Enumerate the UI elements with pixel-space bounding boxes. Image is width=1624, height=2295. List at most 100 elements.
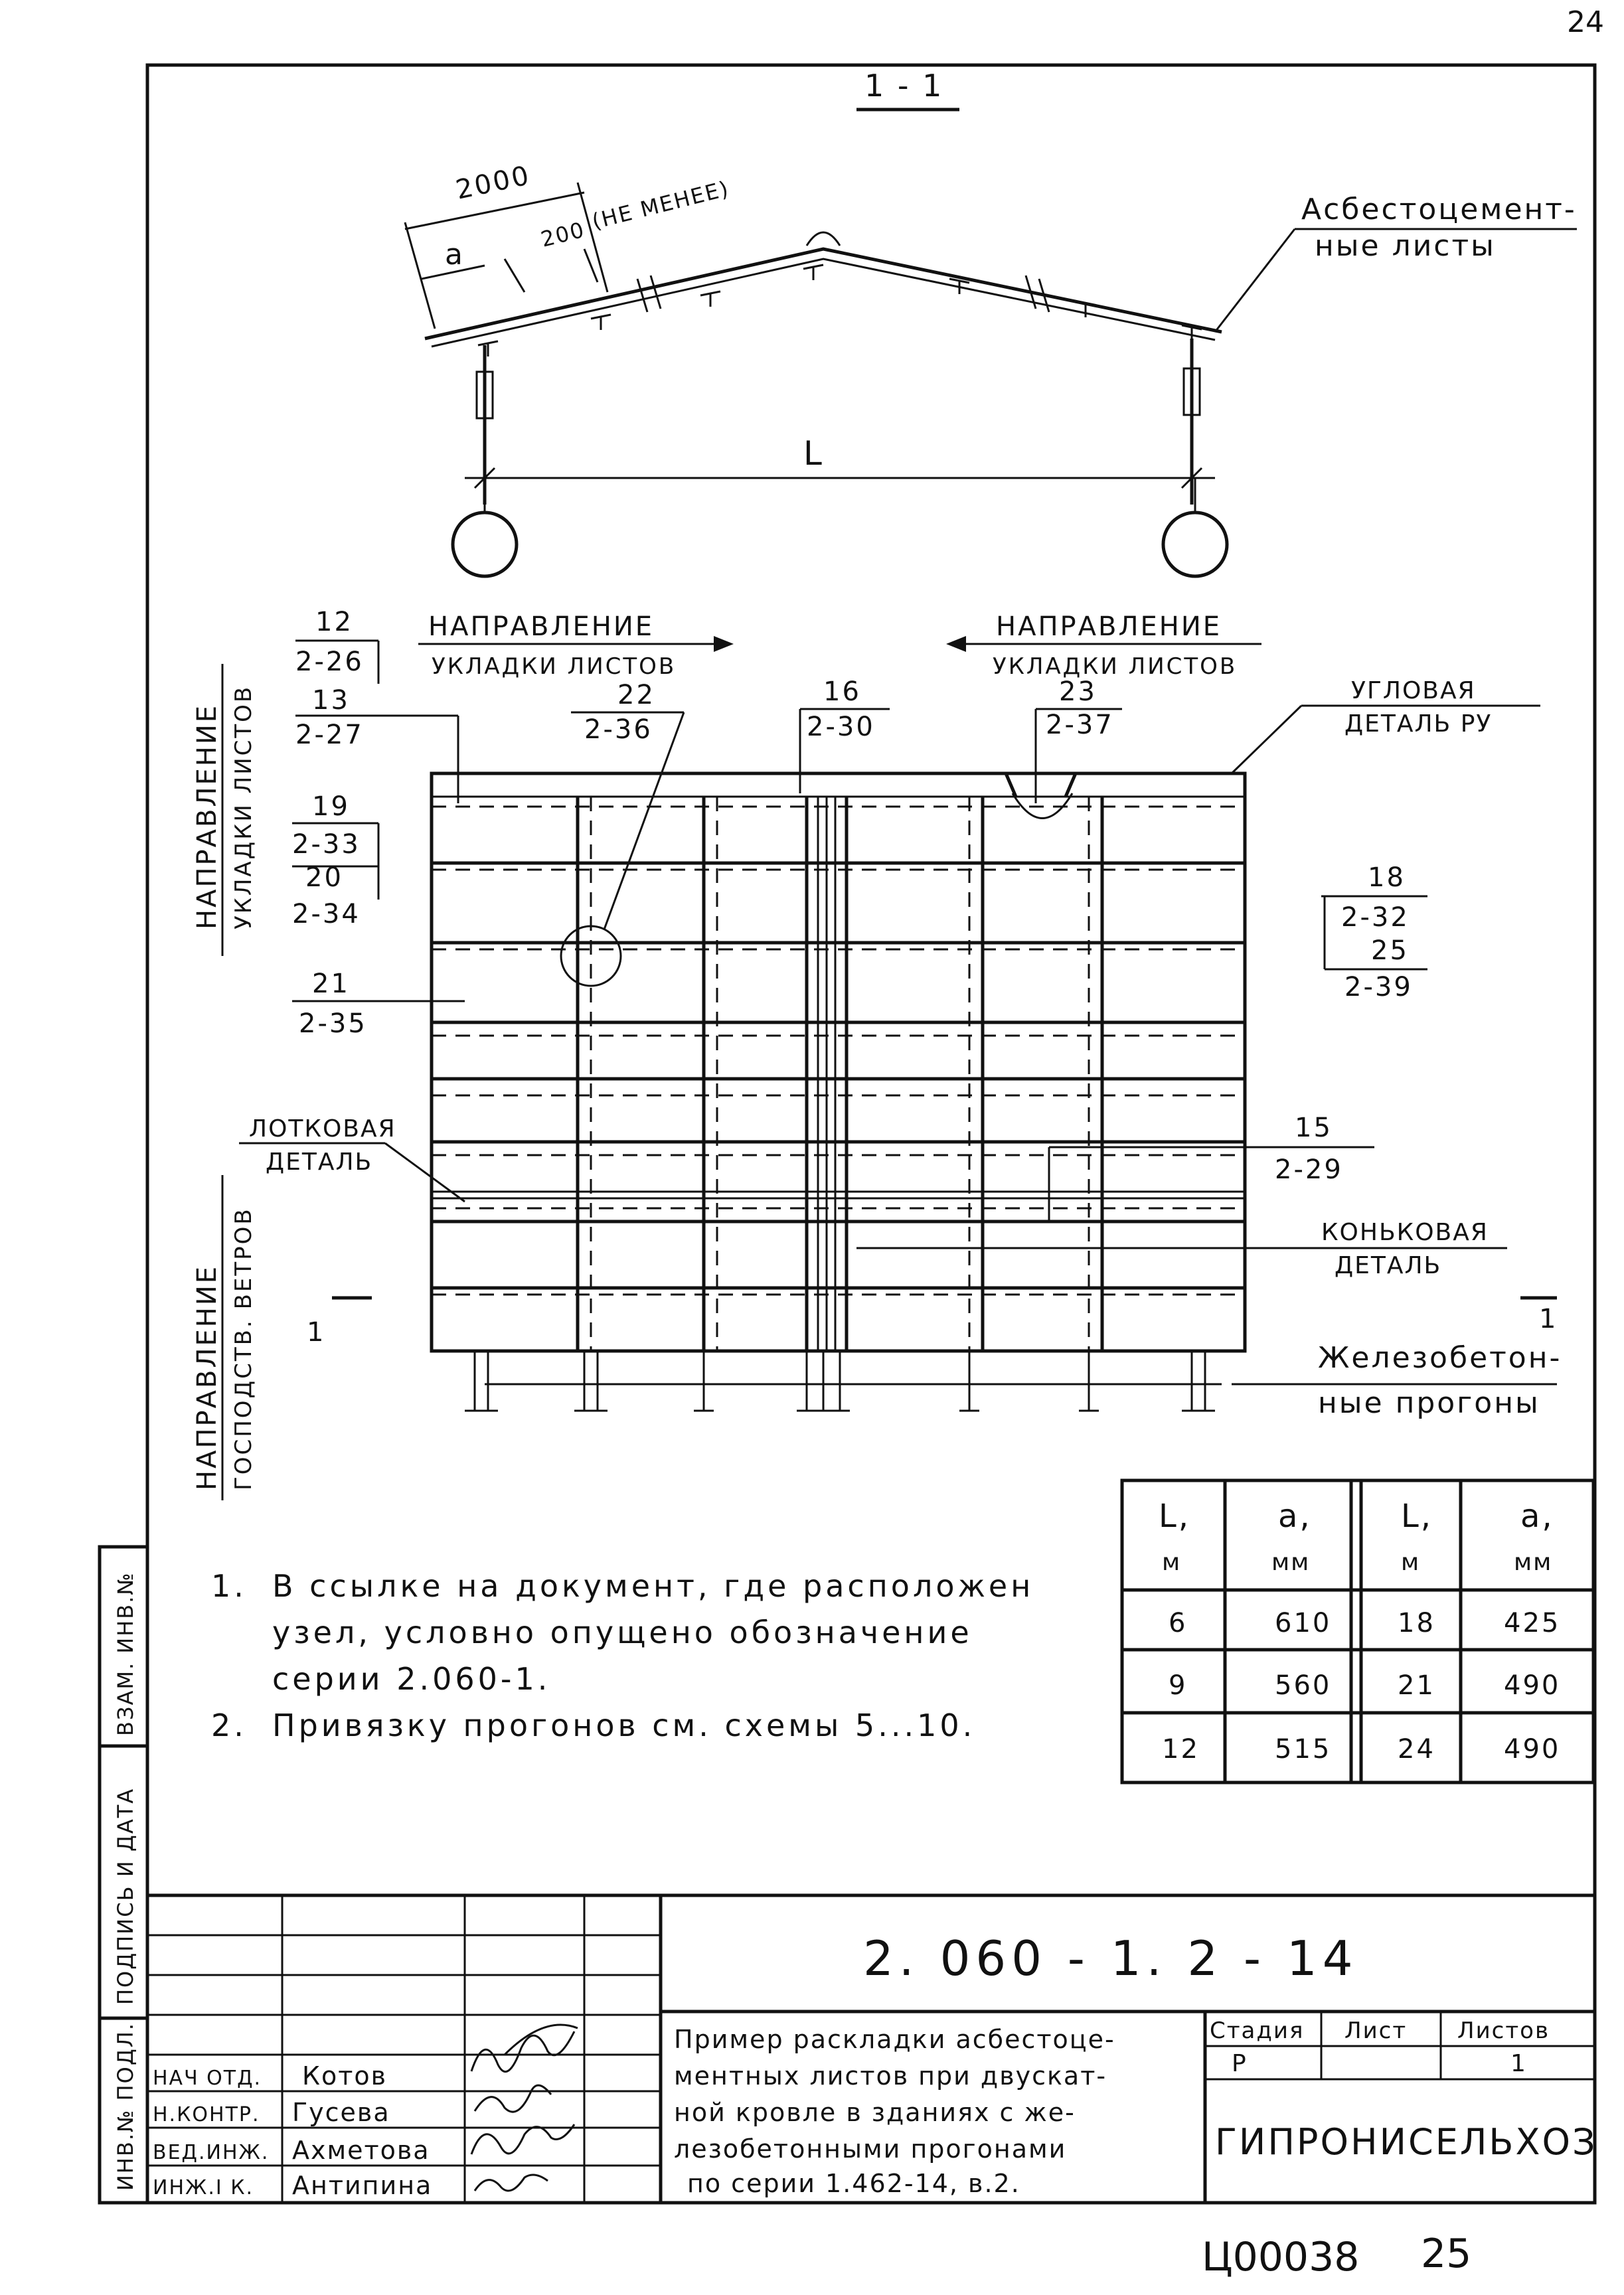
organization: ГИПРОНИСЕЛЬХОЗ [1215,2121,1597,2163]
note-2-line1: Привязку прогонов см. схемы 5...10. [272,1707,975,1743]
dir-left-line1: НАПРАВЛЕНИЕ [428,611,654,642]
span-label: L [803,434,822,473]
ref-22: 22 [617,680,655,710]
cut-mark-right: 1 [1539,1304,1558,1334]
table-header-a2-unit: мм [1514,1549,1552,1576]
values-table: L, м а, мм L, м а, мм 6 610 18 425 9 560… [1120,1478,1595,1784]
dir-right-line1: НАПРАВЛЕНИЕ [996,611,1222,642]
dir-left-arrowhead [714,636,734,652]
sheets-leader [1214,228,1296,333]
table-header-L2-unit: м [1401,1549,1420,1576]
ref-15-sheet: 2-29 [1275,1154,1343,1185]
dir-right-line2: УКЛАДКИ ЛИСТОВ [993,653,1237,680]
sheet-frame [145,63,1597,2205]
dim-a: а [445,238,465,272]
footer-page: 25 [1421,2231,1471,2277]
ref-12: 12 [315,607,353,637]
ridge-label-line1: КОНЬКОВАЯ [1321,1219,1489,1246]
table-cell: 490 [1504,1734,1560,1765]
title-block: 2. 060 - 1. 2 - 14 Пример раскладки асбе… [147,1893,1597,2203]
name-engineer: Антипина [292,2171,432,2200]
ref-20-sheet: 2-34 [292,899,361,929]
note-2-number: 2. [211,1707,247,1743]
table-cell: 18 [1398,1608,1435,1638]
table-header-a-unit: мм [1271,1549,1310,1576]
table-cell: 6 [1169,1608,1187,1638]
note-1-number: 1. [211,1568,247,1604]
table-cell: 21 [1398,1670,1435,1701]
ref-25: 25 [1371,935,1409,966]
table-cell: 425 [1504,1608,1560,1638]
ref-16-sheet: 2-30 [807,712,875,742]
sheets-label-line2: ные листы [1315,229,1496,263]
ref-21-sheet: 2-35 [299,1008,367,1039]
ref-18: 18 [1368,862,1406,893]
dim-200-note: (НЕ МЕНЕЕ) [590,176,732,234]
table-cell: 490 [1504,1670,1560,1701]
ref-19: 19 [312,791,350,822]
stamp-replace-inv: ВЗАМ. ИНВ.№ [113,1571,138,1736]
name-normcontrol: Гусева [292,2098,390,2127]
table-cell: 610 [1275,1608,1331,1638]
ref-13-sheet: 2-27 [295,720,364,750]
title-line4: лезобетонными прогонами [674,2134,1066,2164]
title-line1: Пример раскладки асбестоце- [674,2025,1115,2054]
purlins-label-line2: ные прогоны [1318,1386,1540,1420]
title-line3: ной кровле в зданиях с же- [674,2098,1076,2127]
sheets-value: 1 [1510,2050,1527,2077]
stage-header: Стадия [1210,2018,1304,2044]
corner-label-line2: ДЕТАЛЬ РУ [1344,710,1492,738]
signature-3 [470,2124,576,2155]
gutter-label-line2: ДЕТАЛЬ [266,1148,372,1176]
table-cell: 515 [1275,1734,1331,1765]
title-line2: ментных листов при двускат- [674,2061,1107,2091]
note-1-line3: серии 2.060-1. [272,1661,550,1697]
page-number: 24 [1567,5,1604,39]
sheet-header: Лист [1344,2018,1407,2044]
stage-value: Р [1232,2050,1248,2077]
note-1-line1: В ссылке на документ, где расположен [272,1568,1034,1604]
title-line5: по серии 1.462-14, в.2. [687,2169,1020,2198]
ridge-label-line2: ДЕТАЛЬ [1335,1252,1441,1279]
wind-line1: НАПРАВЛЕНИЕ [192,1265,222,1490]
ref-20: 20 [305,862,343,893]
ref-21: 21 [312,969,350,999]
table-header-L-unit: м [1162,1549,1181,1576]
ref-25-sheet: 2-39 [1344,972,1413,1002]
section-mark: 1 - 1 [864,68,943,104]
ref-22-sheet: 2-36 [584,714,653,745]
name-head: Котов [302,2061,387,2091]
role-normcontrol: Н.КОНТР. [153,2103,260,2126]
corner-label-line1: УГЛОВАЯ [1351,677,1476,704]
notes: 1. В ссылке на документ, где расположен … [211,1568,1034,1743]
signature-4 [473,2174,548,2192]
ref-19-sheet: 2-33 [292,829,361,860]
table-header-L2: L, [1401,1498,1433,1535]
vert-dir-line1: НАПРАВЛЕНИЕ [192,704,222,929]
gutter-label-line1: ЛОТКОВАЯ [249,1115,396,1143]
side-stamps: ВЗАМ. ИНВ.№ ПОДПИСЬ И ДАТА ИНВ.№ ПОДЛ. [98,1545,149,2205]
callouts-right: УГЛОВАЯ ДЕТАЛЬ РУ 18 2-32 25 2-39 15 2-2… [856,677,1562,1420]
roof-elevation: L [404,182,1229,578]
role-head: НАЧ ОТД. [153,2067,262,2090]
ref-18-sheet: 2-32 [1341,902,1410,933]
wind-line2: ГОСПОДСТВ. ВЕТРОВ [230,1207,257,1490]
ref-23-sheet: 2-37 [1046,710,1114,740]
stamp-signature-date: ПОДПИСЬ И ДАТА [113,1788,138,2005]
signature-1 [470,2023,578,2073]
footer-code: Ц00038 [1202,2234,1359,2280]
ref-23: 23 [1059,676,1097,707]
ref-13: 13 [312,685,350,716]
doc-code: 2. 060 - 1. 2 - 14 [863,1931,1358,1986]
callouts-left: 12 2-26 13 2-27 19 2-33 20 2-34 21 2-35 … [239,607,465,1348]
roof-plan [332,771,1557,1412]
purlins-label-line1: Железобетон- [1318,1341,1562,1375]
signature-2 [473,2084,552,2113]
cut-mark-left: 1 [307,1317,325,1348]
sheets-header: Листов [1457,2018,1550,2044]
table-header-L: L, [1159,1498,1190,1535]
dim-2000: 2000 [453,160,534,206]
table-cell: 9 [1169,1670,1187,1701]
ref-16: 16 [823,676,861,707]
stamp-original-inv: ИНВ.№ ПОДЛ. [113,2022,138,2191]
